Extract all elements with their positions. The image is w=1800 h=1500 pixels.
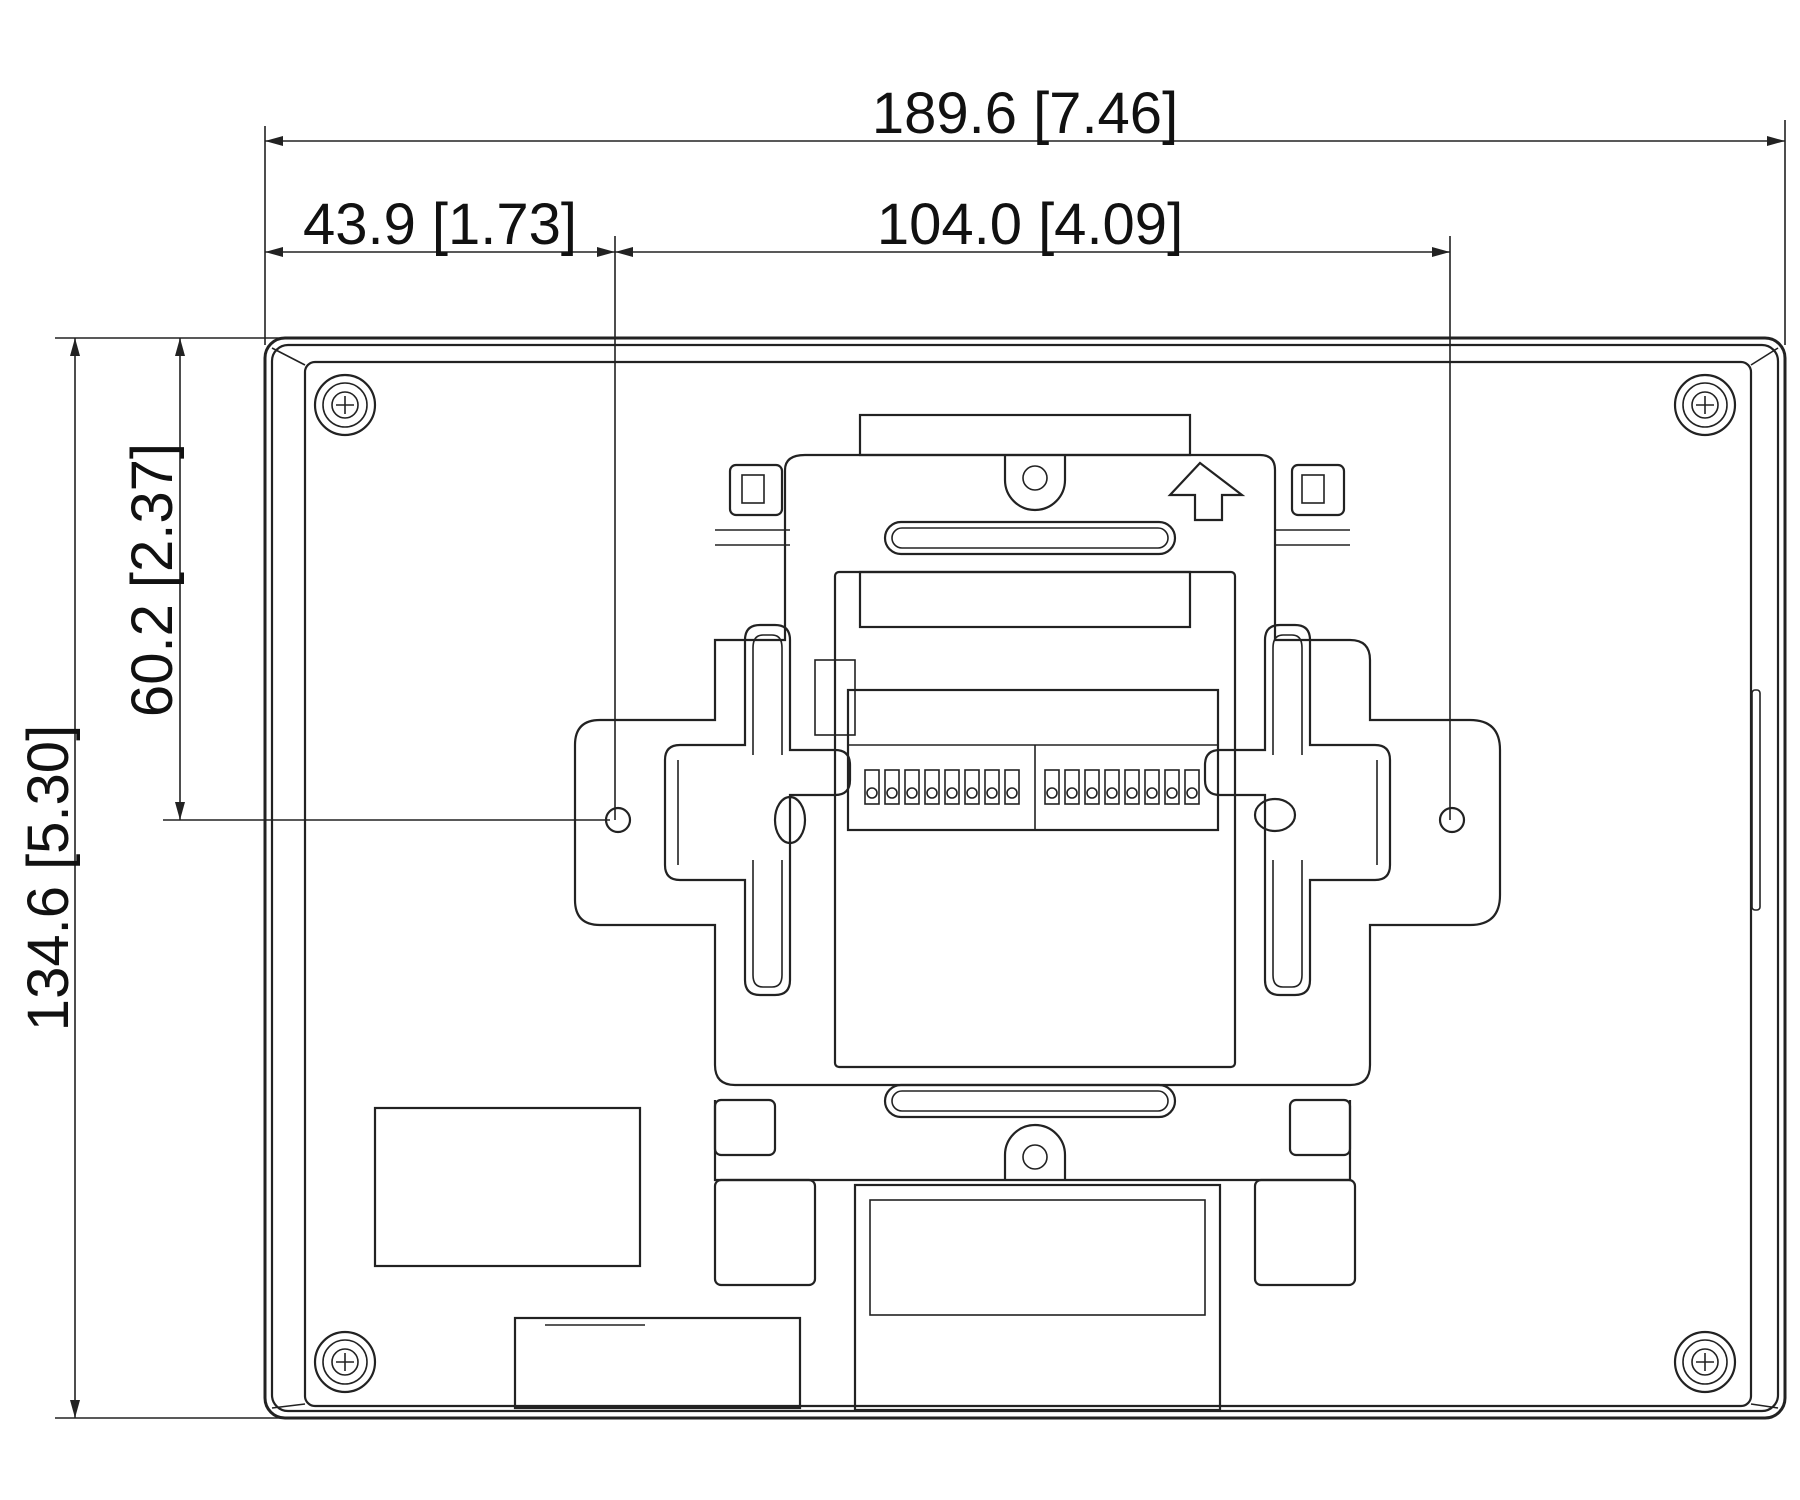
bottom-connectors: [513, 1178, 1357, 1412]
dim-left-offset-text: 43.9 [1.73]: [303, 192, 577, 257]
up-arrow-icon: [1167, 461, 1246, 522]
dim-hole-spacing-text: 104.0 [4.09]: [877, 192, 1183, 257]
terminal-block-left: [864, 769, 1020, 805]
dim-overall-height-text: 134.6 [5.30]: [16, 725, 81, 1031]
connector-module: [814, 570, 1237, 1069]
dim-hole-height-text: 60.2 [2.37]: [120, 443, 185, 717]
dim-overall-width-text: 189.6 [7.46]: [872, 81, 1178, 146]
device-body: [263, 336, 1787, 1420]
screw-icon: [313, 1330, 377, 1394]
screw-icon: [313, 373, 377, 437]
terminal-block-right: [1044, 769, 1200, 805]
screw-icon: [1673, 373, 1737, 437]
screw-icon: [1673, 1330, 1737, 1394]
label-area: [373, 1106, 642, 1268]
dimension-lines: [55, 120, 1786, 1419]
mounting-bracket: [573, 413, 1502, 1182]
